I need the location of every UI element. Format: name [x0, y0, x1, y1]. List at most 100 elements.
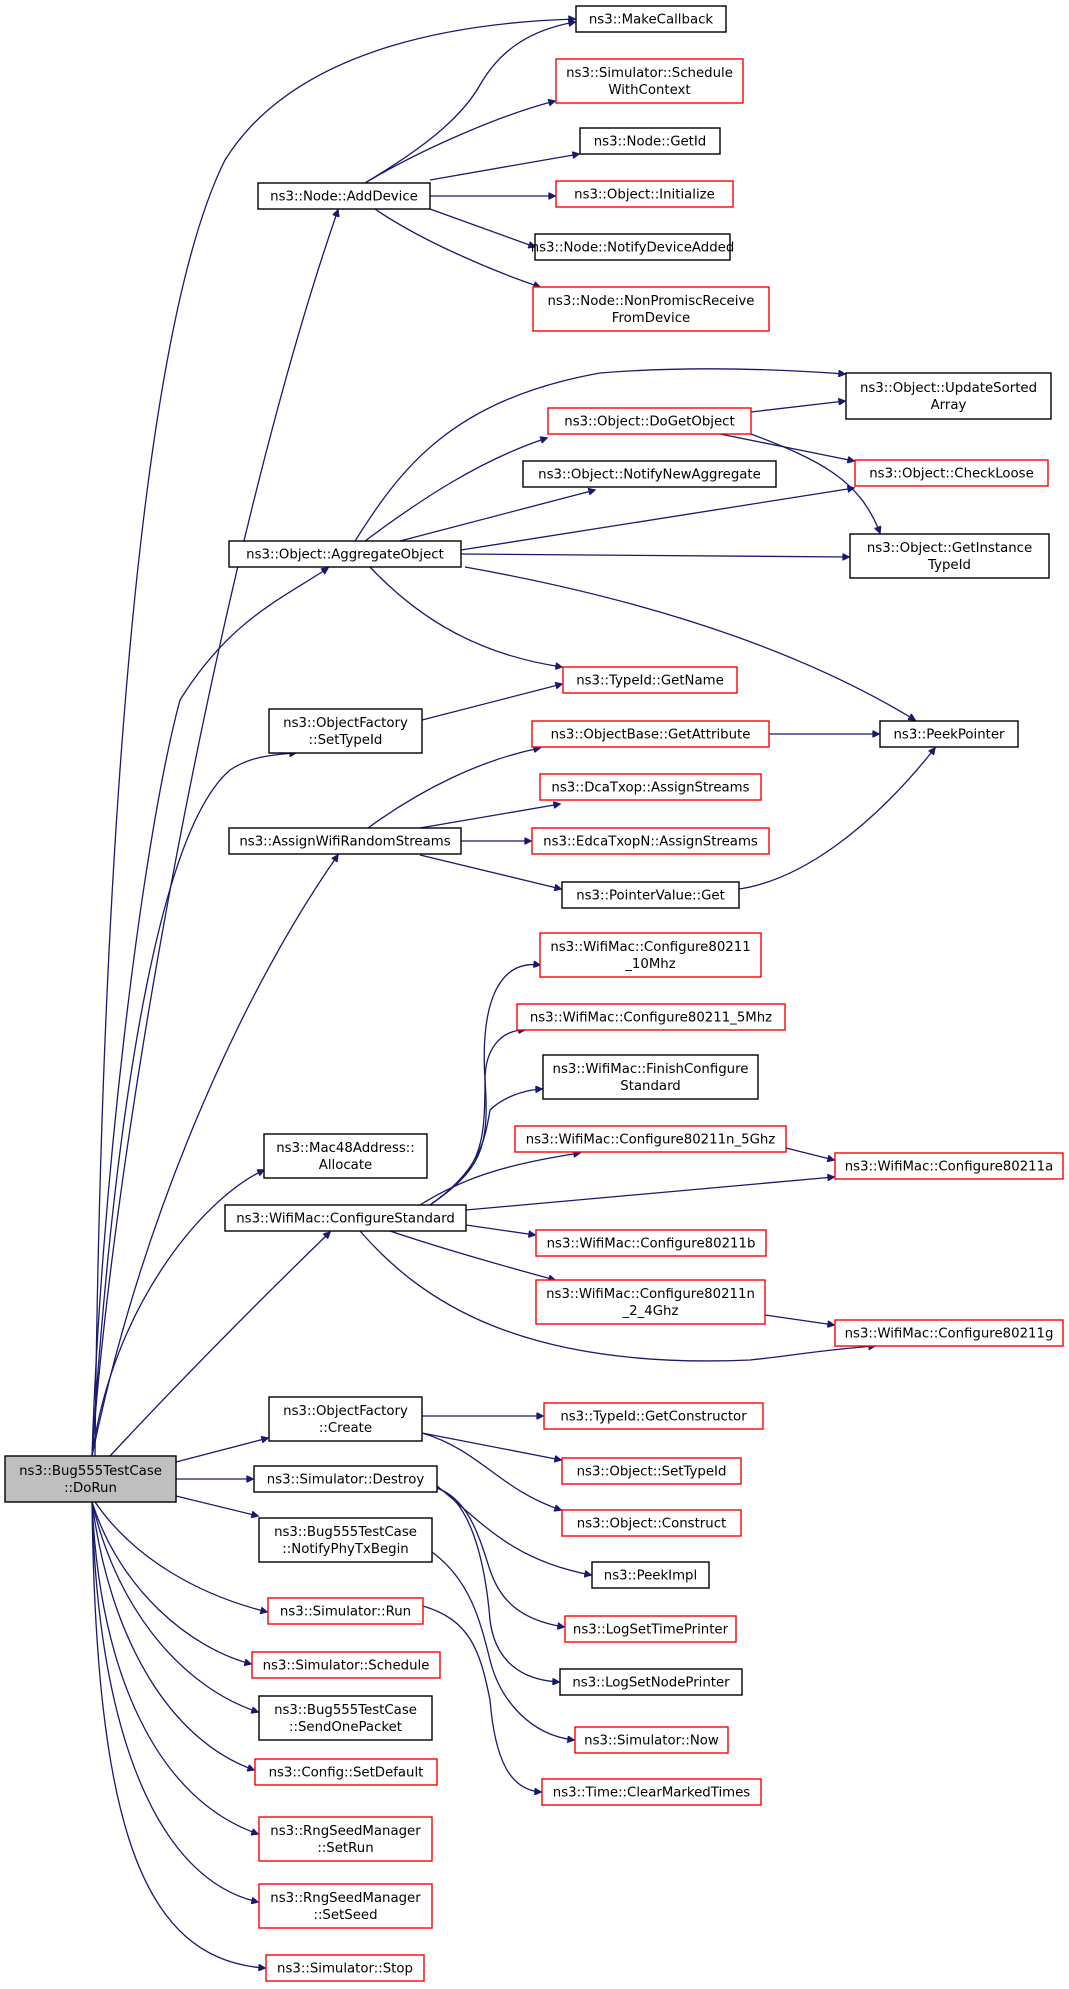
- node-aggregate[interactable]: ns3::Object::AggregateObject: [228, 540, 462, 568]
- node-makecallback[interactable]: ns3::MakeCallback: [575, 5, 727, 33]
- node-construct[interactable]: ns3::Object::Construct: [561, 1509, 742, 1537]
- node-box: [228, 827, 462, 855]
- node-notifyphy[interactable]: ns3::Bug555TestCase::NotifyPhyTxBegin: [258, 1517, 433, 1563]
- node-box: [254, 1758, 438, 1786]
- node-root[interactable]: ns3::Bug555TestCase::DoRun: [4, 1455, 177, 1503]
- node-nodegetid[interactable]: ns3::Node::GetId: [579, 127, 721, 155]
- node-box: [522, 460, 777, 488]
- node-label: ns3::TypeId::GetConstructor: [560, 1410, 747, 1425]
- node-ofsettypeid[interactable]: ns3::ObjectFactory::SetTypeId: [268, 708, 423, 754]
- node-edcaassign[interactable]: ns3::EdcaTxopN::AssignStreams: [531, 827, 770, 855]
- edge-aggregate-to-checkloose: [460, 488, 854, 551]
- node-peekpointer[interactable]: ns3::PeekPointer: [879, 720, 1019, 748]
- node-label: ns3::ObjectFactory: [283, 1404, 408, 1419]
- node-cfgn24[interactable]: ns3::WifiMac::Configure80211n_2_4Ghz: [535, 1279, 766, 1325]
- node-label: ns3::PointerValue::Get: [576, 889, 725, 904]
- node-ofcreate[interactable]: ns3::ObjectFactory::Create: [268, 1396, 423, 1442]
- node-clearmarked[interactable]: ns3::Time::ClearMarkedTimes: [541, 1778, 762, 1806]
- edge-adddevice-to-schedwithctx: [364, 101, 555, 184]
- node-label: ns3::ObjectFactory: [283, 716, 408, 731]
- node-peekimpl[interactable]: ns3::PeekImpl: [591, 1561, 710, 1589]
- node-label: ns3::Node::GetId: [594, 135, 707, 150]
- node-cfgb[interactable]: ns3::WifiMac::Configure80211b: [535, 1229, 767, 1257]
- edge-simdestroy-to-lognode: [436, 1487, 559, 1682]
- node-box: [532, 286, 770, 332]
- node-simrun[interactable]: ns3::Simulator::Run: [267, 1597, 424, 1625]
- node-cfg5mhz[interactable]: ns3::WifiMac::Configure80211_5Mhz: [516, 1003, 786, 1031]
- node-box: [591, 1561, 710, 1589]
- node-label: ns3::Object::UpdateSorted: [860, 381, 1037, 396]
- node-label: ::Create: [319, 1421, 372, 1436]
- node-checkloose[interactable]: ns3::Object::CheckLoose: [854, 459, 1049, 487]
- node-label: ns3::RngSeedManager: [270, 1891, 421, 1906]
- node-label: ns3::LogSetNodePrinter: [572, 1676, 730, 1691]
- node-lognode[interactable]: ns3::LogSetNodePrinter: [559, 1668, 743, 1696]
- edge-root-to-setdefault: [91, 1501, 254, 1770]
- node-label: ns3::RngSeedManager: [270, 1824, 421, 1839]
- node-sendone[interactable]: ns3::Bug555TestCase::SendOnePacket: [258, 1695, 433, 1741]
- edge-aggregate-to-notifynewagg: [399, 490, 595, 542]
- node-label: _10Mhz: [624, 957, 675, 972]
- node-label: ns3::WifiMac::ConfigureStandard: [236, 1212, 455, 1227]
- edge-adddevice-to-nodegetid: [429, 154, 579, 181]
- node-getconstructor[interactable]: ns3::TypeId::GetConstructor: [543, 1402, 764, 1430]
- edge-dogetobject-to-checkloose: [719, 433, 854, 461]
- node-simnow[interactable]: ns3::Simulator::Now: [574, 1726, 729, 1754]
- node-cfgn5ghz[interactable]: ns3::WifiMac::Configure80211n_5Ghz: [514, 1125, 787, 1153]
- node-label: ns3::Object::NotifyNewAggregate: [538, 468, 761, 483]
- node-setdefault[interactable]: ns3::Config::SetDefault: [254, 1758, 438, 1786]
- node-label: WithContext: [608, 83, 690, 98]
- node-box: [539, 773, 762, 801]
- node-label: ns3::WifiMac::FinishConfigure: [553, 1062, 749, 1077]
- node-label: ns3::Simulator::Schedule: [263, 1659, 430, 1674]
- node-typeidgetname[interactable]: ns3::TypeId::GetName: [562, 666, 738, 694]
- edge-root-to-simrun: [94, 1501, 267, 1612]
- node-label: ns3::Bug555TestCase: [19, 1464, 162, 1479]
- node-rngsetrun[interactable]: ns3::RngSeedManager::SetRun: [258, 1816, 433, 1862]
- node-mac48[interactable]: ns3::Mac48Address::Allocate: [263, 1133, 428, 1179]
- node-getattribute[interactable]: ns3::ObjectBase::GetAttribute: [531, 720, 770, 748]
- node-simstop[interactable]: ns3::Simulator::Stop: [265, 1954, 425, 1982]
- node-pointerget[interactable]: ns3::PointerValue::Get: [561, 881, 740, 909]
- edge-adddevice-to-makecallback: [364, 22, 575, 184]
- node-label: Standard: [620, 1079, 681, 1094]
- node-simdestroy[interactable]: ns3::Simulator::Destroy: [253, 1465, 438, 1493]
- node-notifydevadded[interactable]: ns3::Node::NotifyDeviceAdded: [531, 233, 735, 261]
- node-initialize[interactable]: ns3::Object::Initialize: [555, 180, 734, 208]
- node-box: [535, 1279, 766, 1325]
- edge-root-to-rngsetrun: [91, 1501, 258, 1834]
- node-label: ns3::WifiMac::Configure80211n_5Ghz: [526, 1133, 776, 1148]
- node-dogetobject[interactable]: ns3::Object::DoGetObject: [547, 407, 752, 435]
- node-cfg10mhz[interactable]: ns3::WifiMac::Configure80211_10Mhz: [539, 932, 762, 978]
- node-rngsetseed[interactable]: ns3::RngSeedManager::SetSeed: [258, 1883, 433, 1929]
- node-cfga[interactable]: ns3::WifiMac::Configure80211a: [834, 1152, 1064, 1180]
- node-logtime[interactable]: ns3::LogSetTimePrinter: [564, 1615, 737, 1643]
- node-dcaassign[interactable]: ns3::DcaTxop::AssignStreams: [539, 773, 762, 801]
- node-cfgstd[interactable]: ns3::WifiMac::ConfigureStandard: [224, 1204, 467, 1232]
- node-label: ns3::Object::CheckLoose: [869, 467, 1034, 482]
- node-label: ns3::WifiMac::Configure80211g: [845, 1327, 1054, 1342]
- node-label: ns3::Node::AddDevice: [270, 190, 418, 205]
- node-assignwifi[interactable]: ns3::AssignWifiRandomStreams: [228, 827, 462, 855]
- edge-aggregate-to-updatesorted: [354, 368, 845, 542]
- node-label: ns3::Object::DoGetObject: [564, 415, 734, 430]
- node-box: [253, 1465, 438, 1493]
- node-label: ns3::WifiMac::Configure80211n: [546, 1287, 755, 1302]
- node-simschedule[interactable]: ns3::Simulator::Schedule: [251, 1651, 441, 1679]
- edge-cfgstd-to-cfgn5ghz: [419, 1153, 580, 1206]
- node-notifynewagg[interactable]: ns3::Object::NotifyNewAggregate: [522, 460, 777, 488]
- edge-assignwifi-to-dcaassign: [419, 804, 560, 829]
- edge-cfgstd-to-cfgb: [465, 1224, 535, 1235]
- node-cfgg[interactable]: ns3::WifiMac::Configure80211g: [834, 1319, 1064, 1347]
- node-box: [258, 1883, 433, 1929]
- node-objsettypeid[interactable]: ns3::Object::SetTypeId: [561, 1457, 742, 1485]
- edge-cfgstd-to-cfg5mhz: [429, 1030, 525, 1206]
- node-adddevice[interactable]: ns3::Node::AddDevice: [257, 182, 431, 210]
- node-label: ns3::Simulator::Destroy: [267, 1473, 425, 1488]
- node-box: [251, 1651, 441, 1679]
